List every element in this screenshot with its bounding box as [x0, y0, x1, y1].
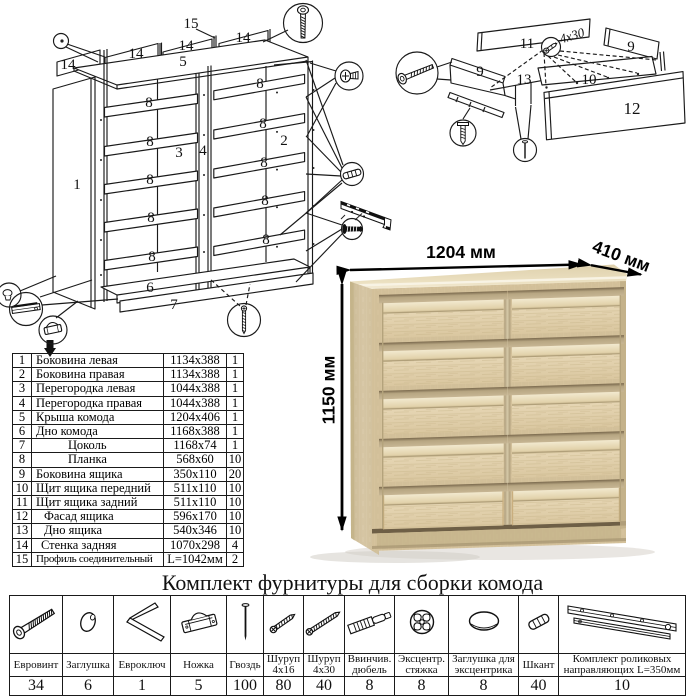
svg-text:8: 8 — [256, 76, 264, 92]
svg-text:8: 8 — [147, 210, 155, 226]
svg-text:8: 8 — [261, 193, 269, 209]
svg-text:14: 14 — [61, 57, 77, 73]
svg-text:9: 9 — [476, 64, 484, 80]
svg-text:8: 8 — [262, 232, 270, 248]
svg-text:5: 5 — [179, 54, 187, 70]
svg-text:8: 8 — [260, 155, 268, 171]
svg-text:13: 13 — [517, 72, 532, 88]
svg-text:11: 11 — [520, 36, 534, 52]
svg-text:6: 6 — [146, 280, 154, 296]
svg-text:14: 14 — [129, 46, 145, 62]
svg-text:8: 8 — [259, 116, 267, 132]
svg-text:1204 мм: 1204 мм — [426, 242, 496, 262]
svg-text:8: 8 — [145, 95, 153, 111]
svg-text:14: 14 — [179, 38, 195, 54]
svg-text:2: 2 — [280, 133, 288, 149]
svg-text:8: 8 — [146, 134, 154, 150]
svg-text:4х30: 4х30 — [558, 25, 587, 47]
svg-text:1150 мм: 1150 мм — [319, 356, 339, 425]
svg-text:14: 14 — [236, 30, 252, 46]
svg-text:10: 10 — [582, 72, 597, 88]
svg-text:3: 3 — [175, 145, 183, 161]
svg-text:4: 4 — [199, 143, 207, 159]
svg-text:1: 1 — [73, 177, 81, 193]
svg-text:8: 8 — [146, 172, 154, 188]
svg-text:9: 9 — [627, 39, 635, 55]
svg-text:12: 12 — [624, 99, 641, 118]
svg-text:8: 8 — [148, 249, 156, 265]
svg-text:7: 7 — [170, 297, 178, 313]
svg-text:15: 15 — [184, 16, 199, 32]
